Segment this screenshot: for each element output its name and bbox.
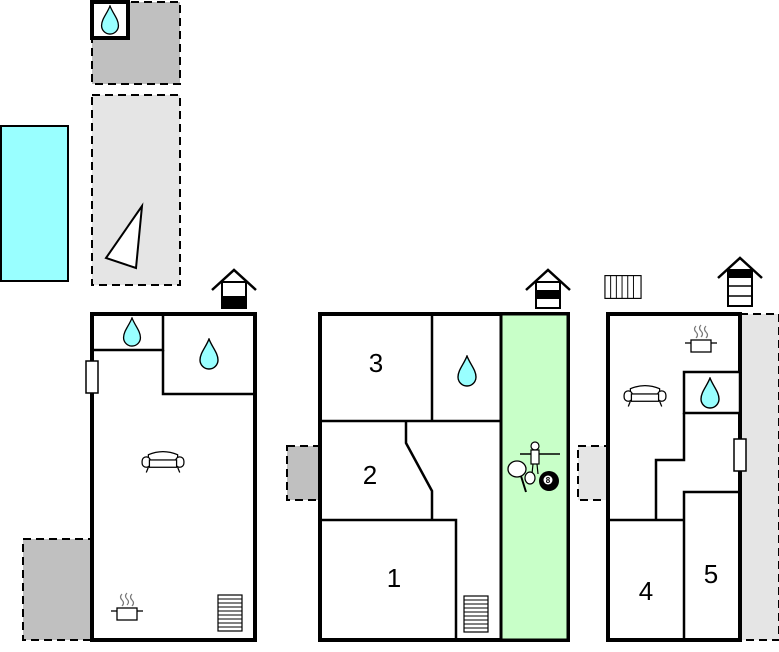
building-right xyxy=(606,312,742,642)
interior-wall xyxy=(161,350,255,396)
billiard-ball-number: 8 xyxy=(546,476,551,485)
radiator-icon xyxy=(604,275,642,299)
table-tennis-icon xyxy=(507,460,536,493)
terrace-right-strip xyxy=(739,313,779,641)
room-number-2: 2 xyxy=(363,460,377,490)
floor-plan-middle: 3 2 1 8 xyxy=(286,268,571,642)
swimming-pool xyxy=(0,125,69,282)
interior-wall xyxy=(682,490,740,640)
window xyxy=(733,438,747,472)
terrace-middle xyxy=(286,445,321,501)
building-left xyxy=(90,312,257,642)
interior-wall xyxy=(320,518,458,640)
house-floor-icon xyxy=(211,268,257,309)
terrace-right-small xyxy=(577,445,609,501)
room-number-4: 4 xyxy=(639,576,653,606)
room-number-3: 3 xyxy=(369,348,383,378)
floor-plan-left xyxy=(22,268,257,642)
room-number-5: 5 xyxy=(704,559,718,589)
table-football-icon xyxy=(520,441,560,475)
room-number-1: 1 xyxy=(387,563,401,593)
stairs-icon xyxy=(217,594,243,632)
interior-wall xyxy=(654,413,686,520)
house-floor-icon xyxy=(525,268,571,309)
floor-plan-right: 4 5 xyxy=(577,256,779,642)
interior-wall xyxy=(404,421,434,520)
window xyxy=(85,360,99,394)
terrace-bottom-left xyxy=(22,538,92,641)
billiard-ball-icon: 8 xyxy=(539,471,559,491)
sun-lounger-icon xyxy=(104,202,144,270)
stairs-icon xyxy=(463,595,489,633)
house-floor-icon xyxy=(717,256,763,307)
